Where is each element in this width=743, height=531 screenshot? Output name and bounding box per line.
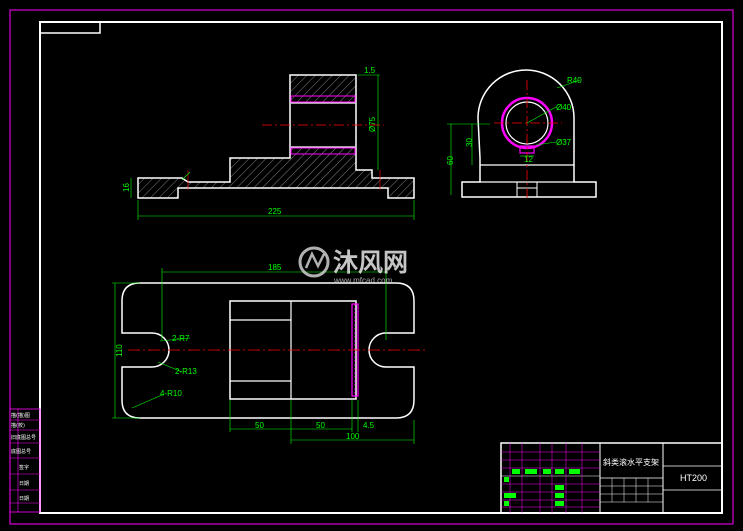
dim-top-a: 50: [255, 421, 264, 430]
dim-top-b: 50: [316, 421, 325, 430]
dim-slot-radius-2: 2-R13: [175, 367, 197, 376]
dim-side-outer-dia: Ø37: [556, 138, 572, 147]
material: HT200: [680, 473, 707, 483]
dim-side-inner-dia: Ø40: [556, 103, 572, 112]
front-bushing-top: [290, 95, 356, 103]
side-table-cell: 描(描)图: [11, 412, 30, 419]
drawing-frame: [39, 21, 723, 514]
side-table-cell: 日期: [19, 496, 29, 502]
dim-top-length: 185: [268, 263, 282, 272]
title-block: 斜类滚水平支架 HT200: [500, 442, 723, 514]
top-left-tab: [40, 22, 101, 34]
front-bushing-bottom: [290, 147, 356, 155]
front-view: 225 16 1.5 Ø75: [122, 66, 415, 220]
side-table-cell: 旧底图总号: [11, 434, 36, 441]
dim-front-length: 225: [268, 207, 282, 216]
dim-top-total: 100: [346, 432, 360, 441]
top-view: 185 110 2-R7 2-R13 4-R10 50 50 4.5 100: [112, 263, 426, 444]
top-outline: [121, 282, 415, 419]
dim-flange: 1.5: [364, 66, 376, 75]
dim-top-width: 110: [115, 344, 124, 357]
part-name: 斜类滚水平支架: [603, 457, 659, 467]
side-view: 60 30 R40 Ø40 Ø37 12: [446, 69, 597, 200]
dim-side-height-small: 30: [465, 138, 474, 147]
dim-corner-radius: 4-R10: [160, 389, 182, 398]
sheet-border: [9, 9, 734, 525]
dim-front-base-height: 16: [122, 183, 131, 192]
watermark-url: www.mfcad.com: [333, 276, 393, 285]
watermark: 沐风网 www.mfcad.com: [298, 246, 408, 285]
side-table-cell: 底图总号: [11, 448, 31, 455]
dim-side-slot: 12: [524, 155, 533, 164]
dim-slot-radius: 2-R7: [172, 334, 190, 343]
dim-side-radius: R40: [567, 76, 582, 85]
dim-top-c: 4.5: [363, 421, 375, 430]
side-outline: [461, 69, 597, 198]
front-body: [137, 74, 415, 199]
side-table-cell: 签字: [19, 464, 29, 471]
dim-bore-dia: Ø75: [368, 116, 377, 132]
side-table-cell: 日期: [19, 481, 29, 487]
dim-side-height-total: 60: [446, 156, 455, 165]
side-table: 描(描)图 描(校) 旧底图总号 底图总号 签字 日期 日期: [9, 408, 41, 513]
watermark-logo: [298, 246, 330, 278]
watermark-brand: 沐风网: [333, 248, 408, 277]
side-table-cell: 描(校): [11, 422, 25, 429]
